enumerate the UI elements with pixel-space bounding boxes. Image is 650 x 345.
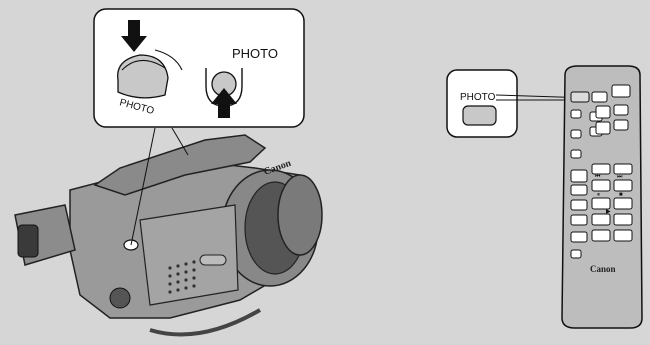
remote-button [592,230,610,241]
remote-button [592,180,610,191]
photo-button-side-view [118,55,168,98]
remote-brand: Canon [590,264,616,274]
remote-button [612,85,630,97]
remote-button [571,215,587,225]
remote-button [571,200,587,210]
remote-dpad-up [596,106,610,118]
lens-hood [278,175,322,255]
remote-photo-label: PHOTO [460,92,496,103]
remote-button [571,130,581,138]
remote-callout-box [447,70,517,137]
remote-photo-button-enlarged [463,106,496,125]
viewfinder-eyecup [18,225,38,257]
remote-button [614,230,632,241]
mode-dial [110,288,130,308]
remote-button [614,198,632,209]
camcorder: Canon [15,135,322,335]
remote-button [614,214,632,225]
remote-button [571,170,587,182]
skip-forward-icon: ⏭ [617,174,623,180]
remote-button [614,120,628,130]
play-icon: ▶ [606,209,611,215]
remote-button [571,250,581,258]
remote-button [592,92,607,102]
camera-photo-callout: PHOTO PHOTO [94,9,304,127]
remote-button [614,164,632,174]
pause-icon: ⏸ [597,192,600,198]
remote-dpad-down [596,122,610,134]
remote-button [614,180,632,191]
remote-button [592,164,610,174]
remote-button [592,214,610,225]
remote-control: ⏮ ⏭ ⏸ ■ ▶ Canon [562,66,642,328]
remote-button [571,110,581,118]
remote-button [592,198,610,209]
remote-button [571,232,587,242]
skip-back-icon: ⏮ [595,174,601,180]
camcorder-slot [200,255,226,265]
remote-button [571,150,581,158]
remote-button [571,185,587,195]
photo-label: PHOTO [232,46,278,61]
stop-icon: ■ [619,192,623,198]
remote-body [562,66,642,328]
remote-button [614,105,628,115]
remote-photo-button [571,92,589,102]
